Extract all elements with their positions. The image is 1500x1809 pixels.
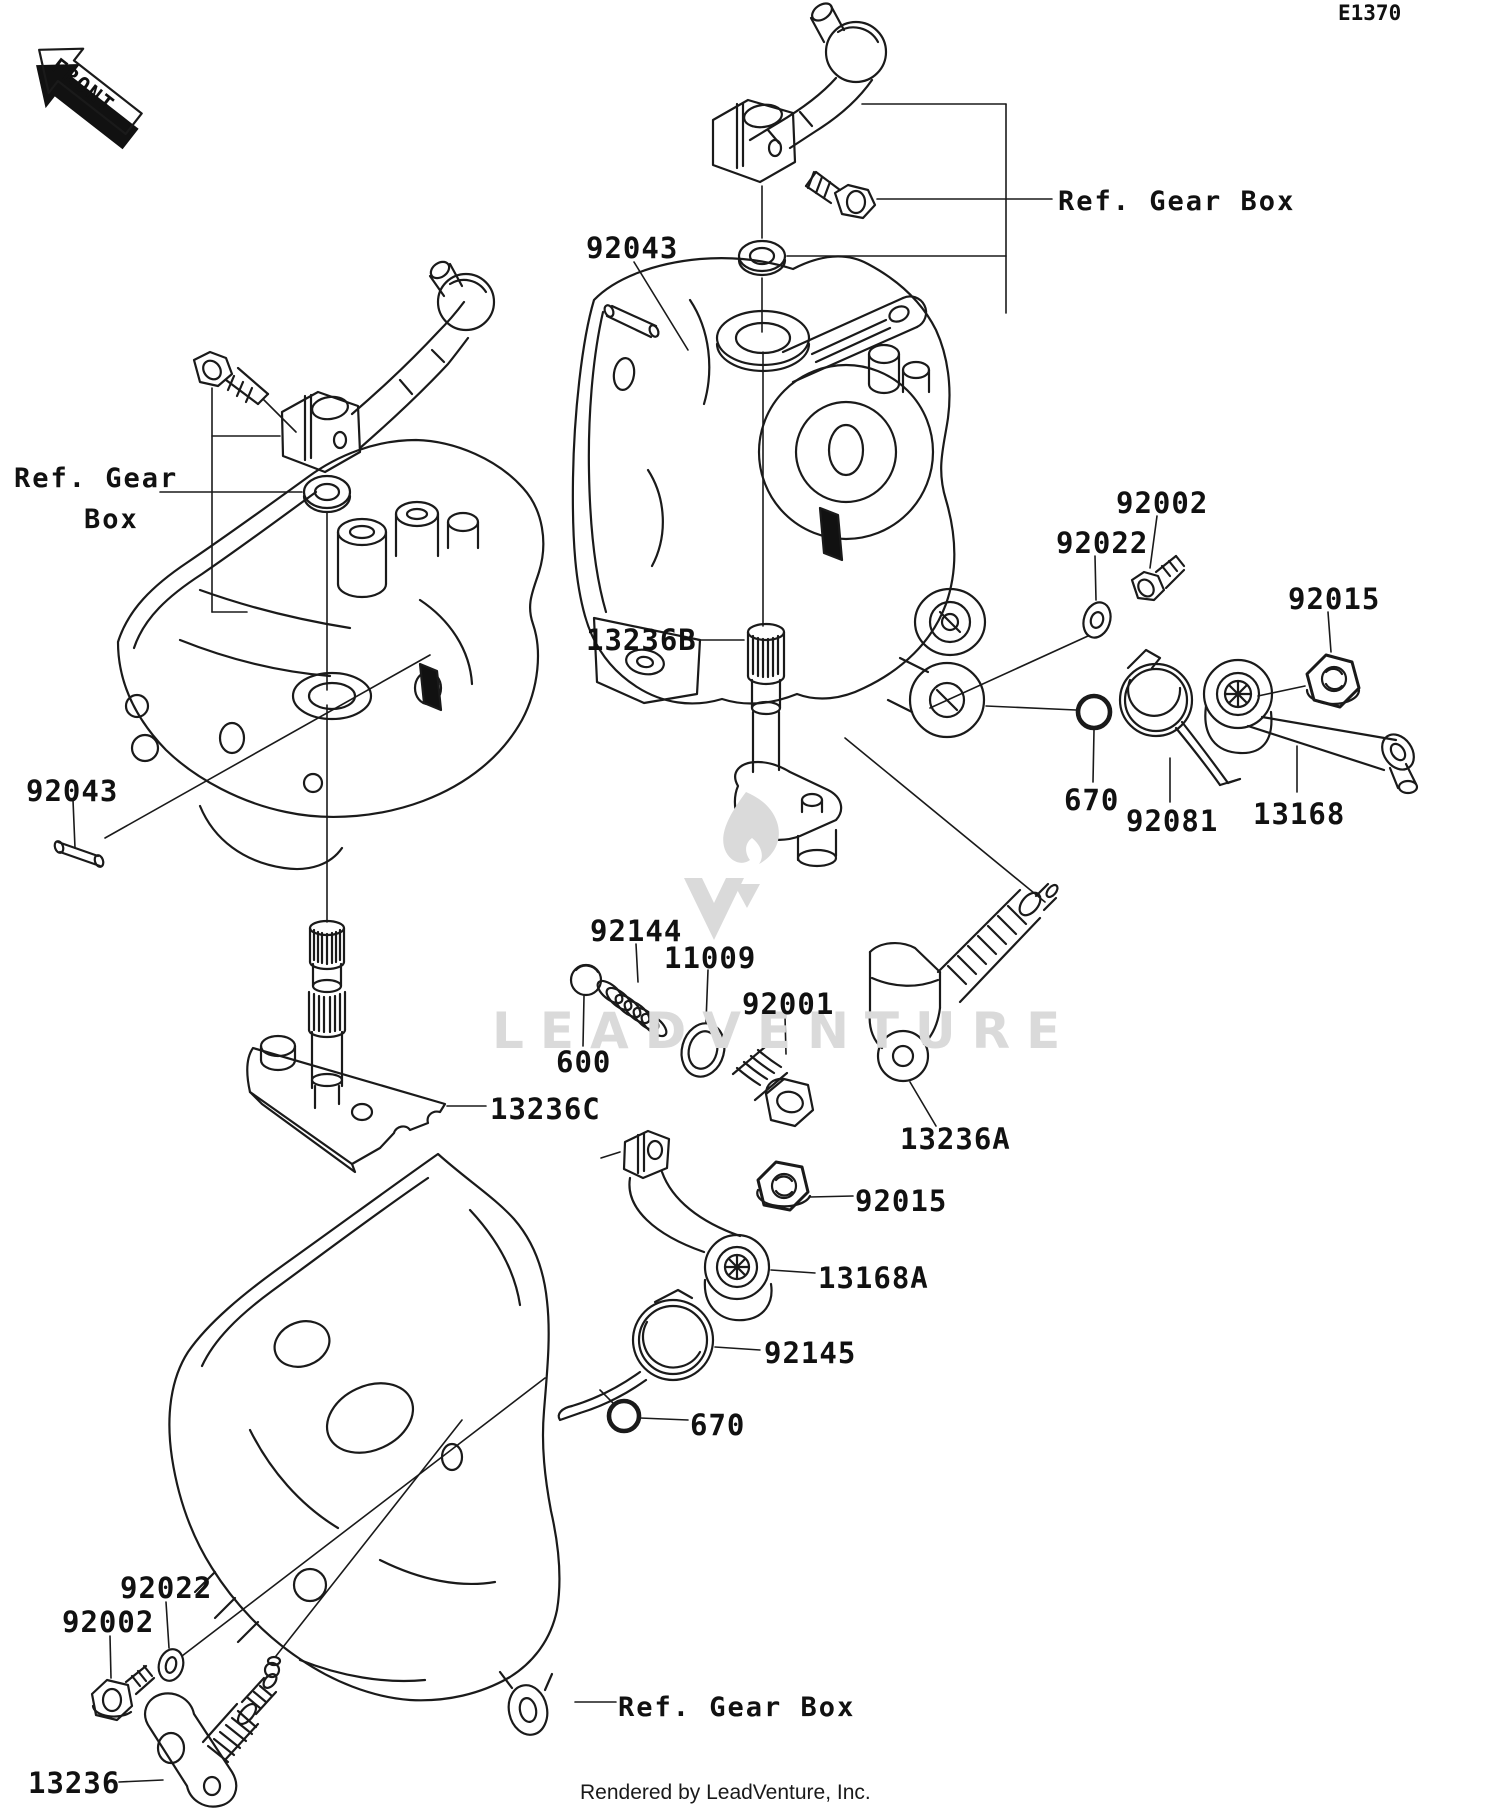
spring-92144 [596, 943, 668, 1038]
pin-92043-left [53, 654, 431, 868]
part-label-92001: 92001 [742, 987, 834, 1021]
left-gearbox-housing [116, 438, 545, 871]
part-label-92145: 92145 [764, 1336, 856, 1370]
part-label-11009: 11009 [664, 941, 756, 975]
bottom-gearbox-housing [168, 1152, 617, 1736]
ref-gear-box-left-label-line1: Ref. Gear [14, 463, 178, 494]
diagram-code: E1370 [1338, 1, 1401, 25]
part-label-13168: 13168 [1253, 797, 1345, 831]
ref-gear-box-top-label: Ref. Gear Box [1058, 186, 1295, 217]
nut-92015-bottom [756, 1160, 854, 1212]
gasket-11009 [680, 969, 726, 1078]
washer-92022-bottom [157, 1377, 546, 1682]
watermark-text: LEADVENTURE [492, 1002, 1076, 1060]
nut-92015-right [1257, 611, 1361, 709]
oring-670-bottom [599, 1389, 689, 1434]
ref-gear-box-bottom-label: Ref. Gear Box [618, 1692, 855, 1723]
part-label-92043-left: 92043 [26, 774, 118, 808]
leader-ref-gear-box-top [786, 103, 1053, 314]
part-label-92002-bottom: 92002 [62, 1605, 154, 1639]
leader-ref-gear-box-left [159, 387, 328, 923]
spring-92145 [557, 1288, 761, 1422]
washer-92022-right [929, 555, 1112, 709]
part-label-92022-right: 92022 [1056, 526, 1148, 560]
shift-shaft-13236c [246, 919, 487, 1174]
part-label-92015-bottom: 92015 [855, 1184, 947, 1218]
part-label-13236: 13236 [28, 1766, 120, 1800]
render-credit: Rendered by LeadVenture, Inc. [580, 1781, 871, 1804]
ref-gear-box-left-label-line2: Box [84, 504, 139, 535]
plug-92001 [731, 1015, 815, 1128]
part-label-13236b: 13236B [586, 623, 697, 657]
top-shift-lever-assembly [711, 2, 888, 333]
part-label-92043-top: 92043 [586, 231, 678, 265]
shift-shaft-13236a [844, 737, 1059, 1127]
left-shift-lever-assembly [192, 260, 496, 514]
oring-670-right [985, 693, 1113, 783]
part-label-92022-bottom: 92022 [120, 1571, 212, 1605]
part-label-13168a: 13168A [818, 1261, 929, 1295]
part-label-92002-right: 92002 [1116, 486, 1208, 520]
part-label-670-bottom: 670 [690, 1408, 745, 1442]
part-label-600: 600 [556, 1045, 611, 1079]
watermark-logo [684, 792, 779, 940]
part-label-92144: 92144 [590, 914, 682, 948]
shift-shaft-13236b [697, 351, 843, 868]
part-label-13236a: 13236A [900, 1122, 1011, 1156]
lever-13168 [1202, 658, 1419, 795]
part-label-670-right: 670 [1064, 783, 1119, 817]
bolt-92002-bottom [90, 1635, 156, 1722]
bolt-92002-right [1130, 515, 1186, 602]
part-label-92081: 92081 [1126, 804, 1218, 838]
part-label-13236c: 13236C [490, 1092, 601, 1126]
pin-92043-top [603, 261, 689, 351]
lever-13168a [600, 1129, 816, 1322]
shift-shaft-13236 [118, 1419, 463, 1808]
front-arrow-icon: FRONT [36, 47, 143, 150]
spring-92081 [1118, 648, 1242, 803]
part-label-92015-right: 92015 [1288, 582, 1380, 616]
